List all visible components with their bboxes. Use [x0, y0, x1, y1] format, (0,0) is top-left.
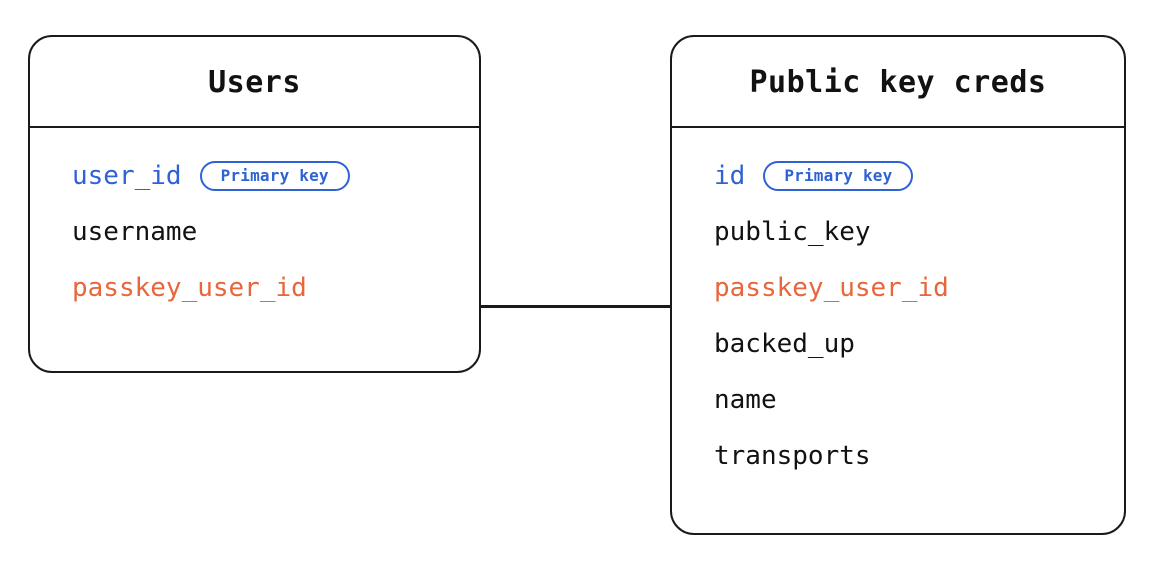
field-name-username: username	[72, 217, 198, 247]
field-name-name: name	[714, 385, 777, 415]
primary-key-badge-label: Primary key	[784, 166, 893, 185]
entity-header-divider	[670, 126, 1126, 128]
relationship-connector-users-to-creds	[481, 305, 671, 308]
field-name-transports: transports	[714, 441, 871, 471]
primary-key-badge: Primary key	[199, 161, 350, 191]
field-row[interactable]: passkey_user_id	[672, 260, 1124, 316]
field-row[interactable]: username	[30, 204, 479, 260]
field-name-id: id	[714, 161, 746, 191]
entity-field-list-users: user_id Primary key username passkey_user_i…	[30, 128, 479, 316]
field-name-passkey_user_id: passkey_user_id	[714, 273, 949, 303]
entity-title-users: Users	[208, 64, 301, 100]
field-name-passkey_user_id: passkey_user_id	[72, 273, 307, 303]
field-name-backed_up: backed_up	[714, 329, 855, 359]
field-row[interactable]: user_id Primary key	[30, 148, 479, 204]
field-row[interactable]: id Primary key	[672, 148, 1124, 204]
field-row[interactable]: backed_up	[672, 316, 1124, 372]
entity-box-users[interactable]: Users user_id Primary key username passkey_u…	[28, 35, 481, 373]
entity-title-public-key-creds: Public key creds	[749, 64, 1047, 100]
field-row[interactable]: public_key	[672, 204, 1124, 260]
entity-header-users: Users	[28, 37, 481, 128]
primary-key-badge-label: Primary key	[220, 166, 329, 185]
field-name-user_id: user_id	[72, 161, 182, 191]
field-row[interactable]: name	[672, 372, 1124, 428]
primary-key-badge: Primary key	[763, 161, 914, 191]
field-row[interactable]: transports	[672, 428, 1124, 484]
entity-header-public-key-creds: Public key creds	[670, 37, 1126, 128]
field-row[interactable]: passkey_user_id	[30, 260, 479, 316]
entity-header-divider	[28, 126, 481, 128]
field-name-public_key: public_key	[714, 217, 871, 247]
